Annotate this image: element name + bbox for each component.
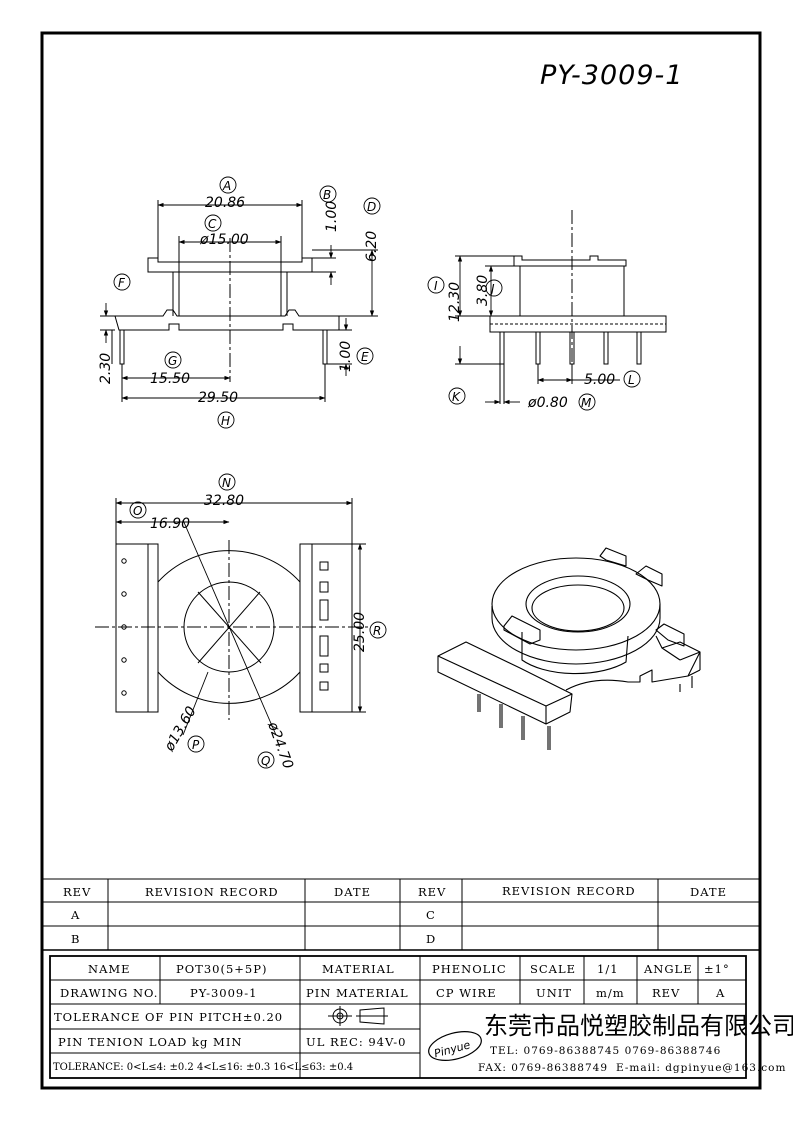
letter-a: A: [222, 179, 231, 193]
letter-f: F: [118, 276, 126, 290]
letter-m: M: [581, 396, 592, 410]
pin-material-value: CP WIRE: [436, 986, 497, 1000]
dim-d-value: 6.20: [364, 231, 380, 262]
dim-l-value: 5.00: [584, 372, 615, 388]
date-header-left: DATE: [334, 885, 371, 899]
rev-header-right: REV: [418, 885, 446, 899]
letter-e: E: [361, 350, 369, 364]
dim-b-value: 1.00: [324, 201, 340, 232]
pin-material-label: PIN MATERIAL: [306, 986, 409, 1000]
revision-table: [42, 878, 760, 951]
dim-r-value: 25.00: [352, 612, 368, 652]
company-name: 东莞市品悦塑胶制品有限公司: [484, 1012, 793, 1040]
letter-p: P: [192, 738, 200, 752]
letter-k: K: [452, 390, 461, 404]
rev-label: REV: [652, 986, 680, 1000]
general-tolerance: TOLERANCE: 0<L≤4: ±0.2 4<L≤16: ±0.3 16<L…: [53, 1062, 353, 1073]
letter-j: J: [489, 282, 495, 296]
isometric-view: [437, 547, 701, 750]
angle-value: ±1°: [704, 962, 730, 976]
scale-value: 1/1: [597, 962, 619, 976]
drawing-no-label: DRAWING NO.: [60, 986, 158, 1000]
scale-label: SCALE: [530, 962, 576, 976]
name-value: POT30(5+5P): [176, 962, 267, 976]
revision-record-header-left: REVISION RECORD: [145, 885, 279, 899]
company-email: E-mail: dgpinyue@163.com: [616, 1062, 786, 1074]
letter-r: R: [373, 624, 381, 638]
dim-n-value: 32.80: [204, 493, 244, 509]
dim-k-value: ø0.80: [527, 395, 568, 411]
pin-pitch-tolerance: TOLERANCE OF PIN PITCH±0.20: [54, 1010, 283, 1024]
angle-label: ANGLE: [643, 962, 693, 976]
pin-tension-load: PIN TENION LOAD kg MIN: [58, 1035, 242, 1049]
rev-row-d: D: [426, 932, 436, 946]
company-tel: TEL: 0769-86388745 0769-86388746: [490, 1045, 721, 1057]
top-view: [95, 498, 370, 720]
logo-text: Pinyue: [433, 1038, 472, 1060]
material-value: PHENOLIC: [432, 962, 507, 976]
letter-c: C: [208, 217, 217, 231]
letter-d: D: [367, 200, 376, 214]
rev-value: A: [715, 986, 725, 1000]
dim-o-value: 16.90: [150, 516, 190, 532]
dim-g-value: 15.50: [150, 371, 190, 387]
dim-f-length: 2.30: [98, 353, 114, 384]
letter-q: Q: [261, 754, 270, 768]
rev-row-b: B: [71, 932, 80, 946]
letter-n: N: [222, 476, 231, 490]
sheet-border: [40, 31, 762, 1090]
dim-e-value: 1.00: [338, 341, 354, 372]
letter-o: O: [133, 504, 142, 518]
dim-a-value: 20.86: [205, 195, 245, 211]
rev-header-left: REV: [63, 885, 91, 899]
letter-h: H: [221, 414, 230, 428]
company-fax: FAX: 0769-86388749: [478, 1062, 608, 1074]
name-label: NAME: [88, 962, 131, 976]
letter-l: L: [628, 373, 635, 387]
unit-label: UNIT: [536, 986, 572, 1000]
dim-c-value: ø15.00: [199, 232, 249, 248]
dim-i-value: 12.30: [447, 282, 463, 322]
letter-i: I: [434, 279, 438, 293]
projection-symbol: [328, 1006, 388, 1026]
dim-j-value: 3.80: [475, 275, 491, 306]
letter-g: G: [168, 354, 177, 368]
drawing-title: PY-3009-1: [540, 60, 683, 91]
letter-b: B: [323, 188, 331, 202]
ul-rating: UL REC: 94V-0: [306, 1035, 406, 1049]
material-label: MATERIAL: [322, 962, 395, 976]
drawing-no-value: PY-3009-1: [190, 986, 257, 1000]
side-view: [455, 210, 667, 404]
rev-row-a: A: [70, 908, 80, 922]
unit-value: m/m: [596, 986, 625, 1000]
dim-h-value: 29.50: [198, 390, 238, 406]
company-logo: Pinyue: [428, 1031, 482, 1061]
revision-record-header-right: REVISION RECORD: [502, 884, 636, 898]
rev-row-c: C: [426, 908, 436, 922]
date-header-right: DATE: [690, 885, 727, 899]
title-block: [49, 955, 747, 1079]
